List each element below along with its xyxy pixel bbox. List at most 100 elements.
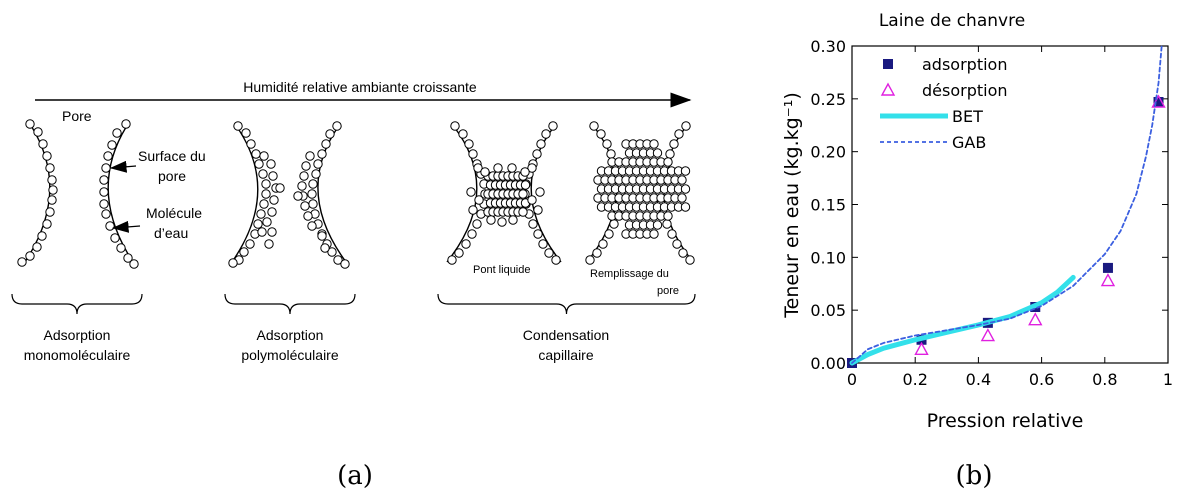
water-molecule (307, 189, 317, 199)
pore-wall (317, 123, 347, 263)
water-molecule (101, 209, 111, 219)
water-molecule (105, 221, 115, 231)
water-molecule (228, 258, 238, 268)
panel-a-label: (a) (337, 461, 373, 491)
water-molecule (253, 219, 263, 229)
legend-label-bet: BET (952, 107, 983, 126)
water-molecule (649, 229, 659, 239)
water-molecule (269, 195, 279, 205)
water-molecule (680, 184, 691, 194)
water-molecule (649, 139, 659, 149)
brace-mono (11, 293, 143, 315)
water-molecule (532, 149, 542, 159)
series-line-bet (849, 274, 1076, 366)
water-molecule (685, 255, 695, 265)
water-molecule (45, 207, 55, 217)
molecule-label-line2: d’eau (154, 225, 188, 241)
water-molecule (293, 191, 303, 201)
water-molecule (311, 169, 321, 179)
water-molecule (305, 151, 315, 161)
water-molecule (241, 128, 251, 138)
water-molecule (299, 171, 309, 181)
water-molecule (497, 217, 507, 227)
group-label-poly-line2: polymoléculaire (241, 347, 338, 363)
chart-title: Laine de chanvre (879, 11, 1025, 31)
point-dsorption (1100, 273, 1116, 287)
water-molecule (454, 248, 464, 258)
water-molecule (303, 211, 313, 221)
water-molecule (507, 163, 517, 173)
water-molecule (533, 205, 543, 215)
water-molecule (47, 175, 57, 185)
water-molecule (678, 248, 688, 258)
humidity-arrow-label: Humidité relative ambiante croissante (243, 79, 477, 95)
brace-poly (224, 293, 356, 315)
molecule-pointer-arrow (111, 220, 141, 233)
water-molecule (246, 139, 256, 149)
remplissage-label-line2: pore (657, 285, 679, 297)
water-molecule (541, 129, 551, 139)
water-molecule (486, 215, 496, 225)
pore-wall (530, 123, 562, 263)
water-molecule (129, 259, 139, 269)
water-molecule (473, 163, 483, 173)
water-molecule (527, 163, 537, 173)
water-molecule (461, 239, 471, 249)
water-molecule (25, 251, 35, 261)
water-molecule (47, 195, 57, 205)
water-molecule (535, 187, 545, 197)
water-molecule (592, 248, 602, 258)
remplissage-label-line1: Remplissage du (590, 268, 669, 280)
legend-symbol-adsorption (883, 59, 893, 69)
water-molecule (254, 159, 264, 169)
water-molecule (239, 247, 249, 257)
water-molecule (468, 205, 478, 215)
water-molecule (121, 119, 131, 129)
point-dsorption (914, 341, 929, 355)
water-molecule (42, 219, 52, 229)
water-molecule (669, 139, 679, 149)
water-molecule (256, 209, 266, 219)
water-molecule (598, 239, 608, 249)
water-molecule (45, 163, 55, 173)
pont-liquide-label: Pont liquide (473, 264, 531, 276)
point-dsorption (980, 328, 996, 342)
x-tick-label: 0.6 (1029, 370, 1054, 389)
y-tick-label: 0.25 (810, 90, 846, 109)
water-molecule (99, 175, 109, 185)
water-molecule (251, 149, 261, 159)
water-molecule (589, 121, 599, 131)
water-molecule (245, 239, 255, 249)
water-molecule (267, 207, 277, 217)
pore-wall (231, 123, 259, 263)
pore-label: Pore (62, 108, 92, 124)
water-molecule (533, 229, 543, 239)
water-molecule (602, 139, 612, 149)
point-adsorption (1153, 97, 1164, 108)
water-molecule (480, 167, 490, 177)
water-molecule (38, 139, 48, 149)
water-molecule (267, 227, 277, 237)
x-axis-label: Pression relative (927, 410, 1084, 432)
water-molecule (596, 129, 606, 139)
water-molecule (317, 149, 327, 159)
water-molecule (261, 179, 271, 189)
water-molecule (264, 239, 274, 249)
water-molecule (677, 193, 687, 203)
water-molecule (258, 169, 268, 179)
water-molecule (681, 121, 691, 131)
water-molecule (259, 151, 269, 161)
water-molecule (609, 219, 619, 229)
pore-wall (446, 123, 478, 263)
water-molecule (123, 253, 133, 263)
water-molecule (300, 201, 310, 211)
y-tick-label: 0.15 (810, 196, 846, 215)
water-molecule (450, 121, 460, 131)
series-line-gab (851, 45, 1163, 364)
y-tick-label: 0.00 (810, 354, 846, 373)
water-molecule (606, 149, 616, 159)
water-molecule (520, 180, 531, 190)
group-label-poly-line1: Adsorption (257, 327, 324, 343)
water-molecule (474, 195, 484, 205)
